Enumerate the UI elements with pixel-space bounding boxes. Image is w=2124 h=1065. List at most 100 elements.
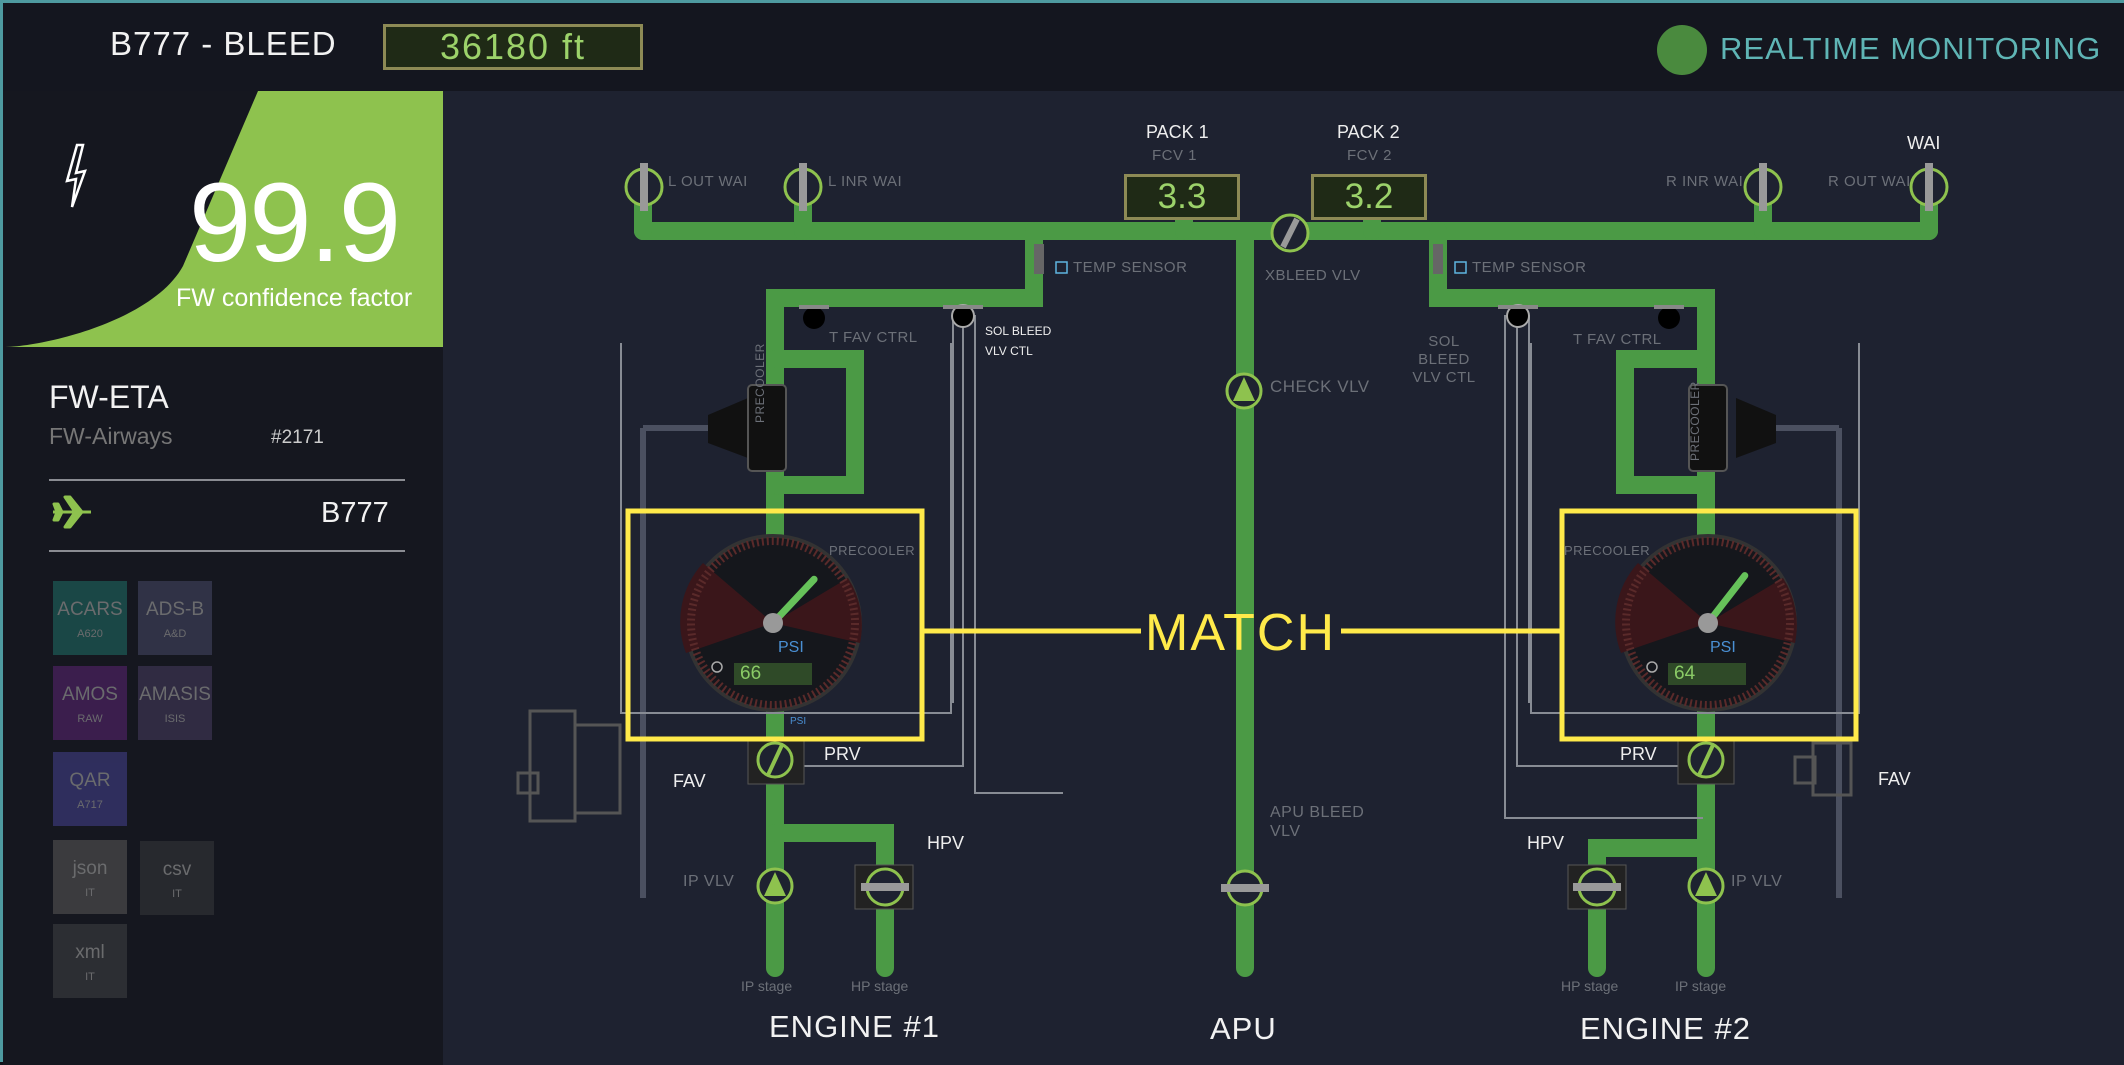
- divider: [49, 479, 405, 481]
- engine2-label: ENGINE #2: [1580, 1011, 1751, 1046]
- psi-unit-label: PSI: [778, 639, 804, 656]
- check-vlv-label: CHECK VLV: [1270, 377, 1370, 396]
- hpv-label: HPV: [927, 833, 965, 853]
- airplane-icon: [52, 495, 91, 529]
- precooler-label: PRECOOLER: [753, 343, 767, 423]
- fcv2-value: 3.2: [1311, 174, 1427, 220]
- temp-sensor-badge: [1055, 261, 1068, 274]
- live-status-indicator: [1657, 25, 1707, 75]
- fcv2-label: FCV 2: [1347, 147, 1393, 164]
- fav-valve-icon: [1793, 741, 1853, 797]
- match-label: MATCH: [1145, 604, 1337, 662]
- confidence-label: FW confidence factor: [176, 284, 413, 312]
- hp-stage-label: HP stage: [1561, 978, 1619, 994]
- l-out-wai-label: L OUT WAI: [668, 173, 748, 190]
- altitude-readout: 36180 ft: [383, 24, 643, 70]
- engine1-label: ENGINE #1: [769, 1009, 940, 1044]
- prv-label: PRV: [824, 744, 861, 764]
- source-ads-b[interactable]: ADS-B A&D: [138, 581, 212, 655]
- aircraft-type: B777: [321, 497, 389, 529]
- engine2-psi-readout: 64: [1668, 663, 1746, 685]
- pack2-label: PACK 2: [1337, 122, 1400, 142]
- aircraft-registration: FW-ETA: [49, 379, 169, 415]
- ip-stage-label: IP stage: [741, 978, 793, 994]
- prv-valve-icon: [1677, 737, 1735, 785]
- precooler-icon: [708, 384, 787, 472]
- lightning-icon: [65, 143, 87, 208]
- confidence-panel: [3, 91, 443, 347]
- confidence-value: 99.9: [189, 160, 401, 285]
- t-fav-ctrl-icon: [799, 305, 829, 329]
- r-inr-wai-label: R INR WAI: [1666, 173, 1744, 190]
- pressure-gauge-engine2: [1559, 508, 1859, 742]
- source-sub: IT: [85, 971, 95, 983]
- valve-icon: [783, 163, 823, 211]
- valve-icon: [1909, 163, 1949, 211]
- source-sub: IT: [85, 887, 95, 899]
- t-fav-ctrl-label: T FAV CTRL: [1573, 331, 1662, 348]
- flight-number: #2171: [271, 427, 324, 448]
- engine1-psi-readout: 66: [734, 663, 812, 685]
- xbleed-vlv-label: XBLEED VLV: [1265, 267, 1361, 284]
- precooler-label: PRECOOLER: [1688, 381, 1702, 461]
- precooler-icon: [1688, 384, 1776, 472]
- wai-valves: [624, 163, 1949, 253]
- temp-sensor-label: TEMP SENSOR: [1073, 259, 1188, 276]
- hp-valve-icon: [854, 864, 914, 910]
- ip-valve-icon: [1687, 867, 1725, 905]
- gauge-needle: [1704, 572, 1749, 627]
- gauge-title: PRECOOLER: [829, 543, 916, 558]
- l-inr-wai-label: L INR WAI: [828, 173, 903, 190]
- apu-bleed-vlv-label: APU BLEED VLV: [1270, 804, 1365, 840]
- xbleed-valve-icon: [1270, 213, 1310, 253]
- source-amos[interactable]: AMOS RAW: [53, 666, 127, 740]
- top-bar: [3, 3, 2124, 91]
- source-label: AMOS: [62, 684, 118, 705]
- valve-icon: [624, 163, 664, 211]
- bleed-schematic: [516, 163, 1949, 977]
- apu-label: APU: [1210, 1011, 1277, 1046]
- source-sub: RAW: [77, 713, 103, 725]
- ip-vlv-label: IP VLV: [1731, 873, 1783, 890]
- fav-label: FAV: [673, 771, 706, 791]
- source-label: xml: [75, 942, 105, 963]
- divider: [49, 550, 405, 552]
- fcv1-value: 3.3: [1124, 174, 1240, 220]
- source-label: json: [72, 858, 108, 879]
- source-sub: A620: [77, 628, 103, 640]
- pack1-label: PACK 1: [1146, 122, 1209, 142]
- ip-valve-icon: [756, 867, 794, 905]
- source-label: csv: [162, 859, 192, 880]
- control-lines: [620, 315, 1860, 819]
- gauge-title: PRECOOLER: [1564, 543, 1651, 558]
- airline-name: FW-Airways: [49, 423, 173, 449]
- t-fav-ctrl-icon: [1654, 305, 1684, 329]
- temp-sensor-icon: [1034, 244, 1044, 274]
- prv-valve-icon: [747, 737, 805, 785]
- source-acars[interactable]: ACARS A620: [53, 581, 127, 655]
- hpv-label: HPV: [1527, 833, 1565, 853]
- fcv1-label: FCV 1: [1152, 147, 1198, 164]
- source-label: ADS-B: [145, 599, 205, 620]
- source-sub: A&D: [163, 628, 187, 640]
- monitoring-label: REALTIME MONITORING: [1720, 31, 2102, 66]
- source-sub: IT: [172, 888, 182, 900]
- sol-bleed-label: SOL BLEED VLV CTL: [1412, 333, 1476, 386]
- hp-valve-icon: [1567, 864, 1627, 910]
- source-sub: A717: [77, 799, 103, 811]
- valve-icon: [1743, 163, 1783, 211]
- source-label: ACARS: [57, 599, 123, 620]
- pressure-gauge-engine1: [625, 508, 925, 742]
- temp-sensor-badge: [1454, 261, 1467, 274]
- apu-bleed-valve-icon: [1221, 869, 1269, 907]
- r-out-wai-label: R OUT WAI: [1828, 173, 1911, 190]
- sol-bleed-icon: [1498, 304, 1538, 328]
- hp-stage-label: HP stage: [851, 978, 909, 994]
- fav-valve-icon: [516, 709, 622, 823]
- prv-label: PRV: [1620, 744, 1657, 764]
